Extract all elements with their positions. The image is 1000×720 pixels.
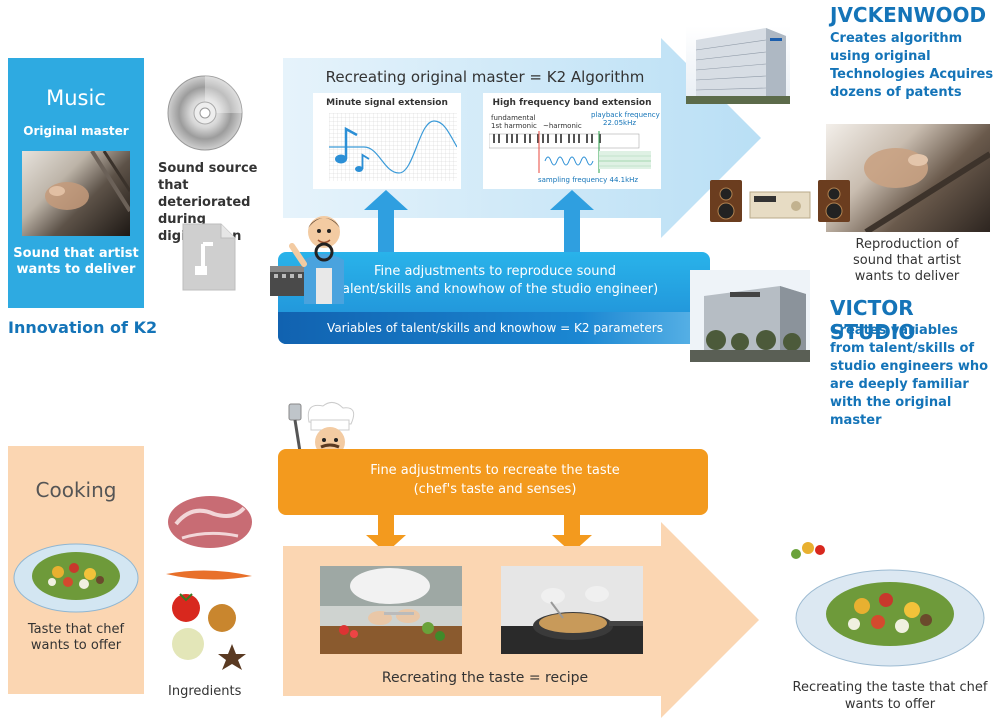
spatula-icon (288, 403, 303, 459)
playback-frequency-value: 22.05kHz (603, 119, 637, 127)
guitar-hand-icon-right (864, 148, 992, 235)
chef-chopping-photo (320, 566, 462, 654)
original-master-label: Original master (23, 124, 129, 138)
music-description: Sound that artist wants to deliver (13, 246, 139, 277)
guitarist-photo (826, 124, 992, 235)
taste-adjustment-text: Fine adjustments to recreate the taste (… (290, 461, 700, 499)
high-frequency-title: High frequency band extension (492, 98, 652, 108)
audio-file-icon (182, 223, 236, 291)
studio-engineer-illustration (270, 216, 344, 304)
down-arrow-left (366, 515, 406, 553)
fine-adjustment-line1: Fine adjustments to reproduce sound (373, 264, 617, 279)
taste-adjustment-line1: Fine adjustments to recreate the taste (370, 463, 620, 478)
up-arrows (364, 190, 594, 254)
first-harmonic-label: 1st harmonic (491, 122, 537, 130)
music-panel: Music Original master Sound that artist … (8, 58, 144, 308)
minute-signal-title: Minute signal extension (326, 98, 448, 108)
k2-algorithm-title: Recreating original master = K2 Algorith… (325, 68, 645, 86)
taste-adjustment-line2: (chef's taste and senses) (413, 482, 577, 497)
down-arrows (366, 515, 592, 553)
music-title: Music (46, 86, 106, 110)
variables-band (278, 312, 710, 344)
victor-studio-name: VICTOR STUDIO (830, 296, 916, 344)
jvckenwood-name: JVCKENWOOD (830, 3, 987, 27)
jvckenwood-description: Creates algorithm using original Technol… (830, 31, 994, 100)
fundamental-label: fundamental (491, 114, 536, 122)
high-frequency-box: High frequency band extension fundamenta… (483, 93, 661, 189)
fine-adjustment-line2: (talent/skills and knowhow of the studio… (331, 282, 659, 297)
sampling-frequency-label: sampling frequency 44.1kHz (538, 176, 639, 184)
piano-keys-graph (489, 131, 651, 173)
victor-studio-photo (690, 270, 810, 362)
variables-text: Variables of talent/skills and knowhow =… (327, 321, 663, 335)
star-anise-icon (218, 644, 246, 670)
taste-adjustment-band (278, 449, 708, 515)
salad-plate-photo (13, 543, 139, 613)
ingredients-label: Ingredients (168, 684, 242, 699)
final-dish-photo (790, 540, 990, 670)
waveform-graph (329, 113, 457, 181)
ingredients-photo (166, 496, 252, 670)
jvc-building-photo (686, 26, 790, 104)
cooking-description: Taste that chef wants to offer (27, 622, 125, 653)
harmonic-label: ~harmonic (543, 122, 582, 130)
down-arrow-right (552, 515, 592, 553)
final-taste-label: Recreating the taste that chef wants to … (792, 680, 988, 712)
guitar-hand-icon (45, 149, 132, 213)
onion-icon (172, 604, 236, 660)
reproduction-label: Reproduction of sound that artist wants … (852, 237, 961, 284)
stereo-system-icon (710, 180, 850, 222)
up-arrow-left (364, 190, 408, 254)
fine-adjustment-text: Fine adjustments to reproduce sound (tal… (300, 263, 690, 299)
recipe-title: Recreating the taste = recipe (381, 670, 589, 686)
music-note-icon (335, 126, 370, 172)
innovation-label: Innovation of K2 (8, 318, 158, 337)
meat-icon (168, 496, 252, 548)
cooking-title: Cooking (35, 478, 117, 502)
cd-icon (167, 75, 243, 151)
victor-studio-description: Creates variables from talent/skills of … (830, 323, 989, 428)
cooking-panel: Cooking Taste that chef wants to offer (8, 446, 144, 694)
tomato-icon (172, 593, 200, 622)
minute-signal-box: Minute signal extension (313, 93, 461, 189)
up-arrow-right (550, 190, 594, 254)
playback-frequency-label: playback frequency (591, 111, 660, 119)
carrot-icon (166, 570, 252, 580)
guitar-photo (22, 149, 132, 236)
chef-cooking-pan-photo (501, 566, 643, 654)
